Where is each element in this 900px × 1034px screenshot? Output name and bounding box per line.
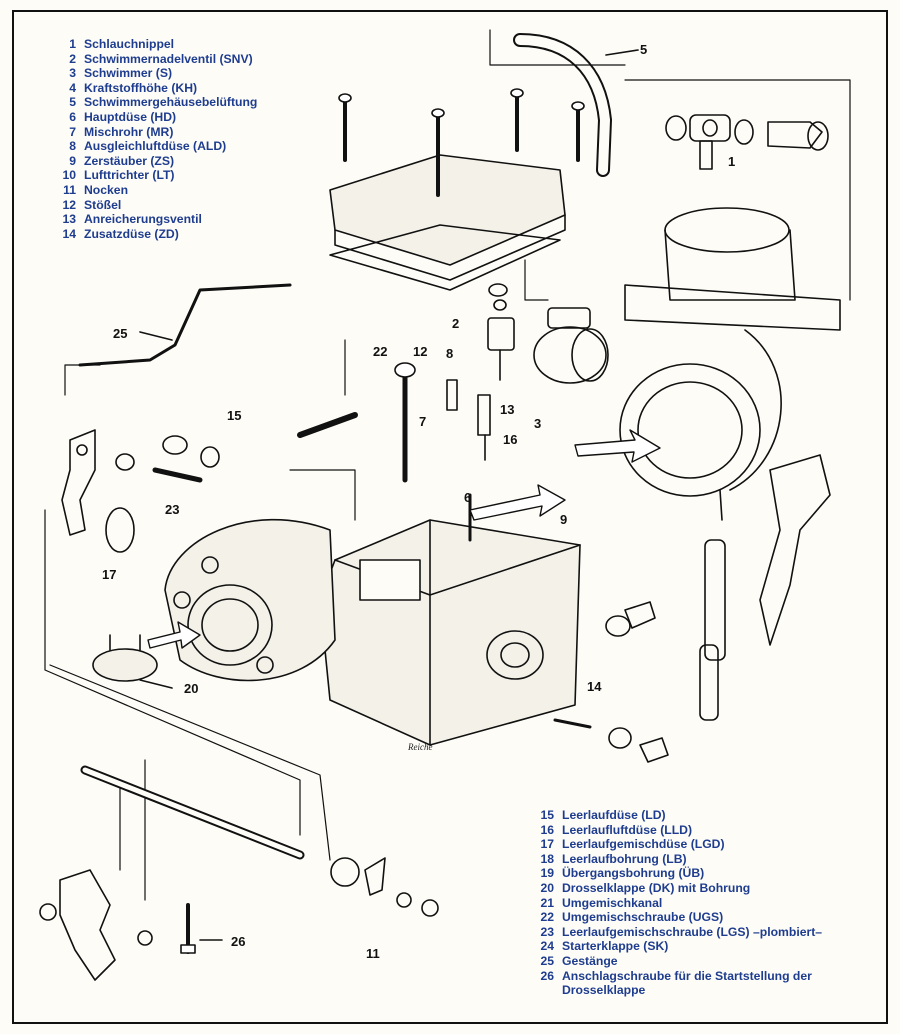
callout-1: 1: [728, 154, 736, 169]
callout-8: 8: [446, 346, 454, 361]
diagram-frame: [12, 10, 888, 1024]
callout-16: 16: [503, 432, 518, 447]
stop-screw-part: [180, 903, 223, 954]
starter-linkage-part: [39, 765, 439, 981]
float-bowl-cover-part: [329, 88, 585, 291]
assembly-leader-lines: [44, 29, 851, 901]
idle-jet-part: [152, 435, 220, 483]
intake-flange-part: [164, 518, 336, 682]
callout-12: 12: [413, 344, 428, 359]
callout-11: 11: [366, 946, 380, 961]
callout-13: 13: [500, 402, 515, 417]
callout-5: 5: [640, 42, 648, 57]
float-needle-valve-part: [487, 283, 515, 381]
throttle-disc-part: [92, 634, 173, 689]
callout-2: 2: [452, 316, 460, 331]
callout-14: 14: [587, 679, 602, 694]
carburetor-body-part: [319, 519, 581, 746]
screws-right-part: [553, 601, 669, 763]
float-part: [533, 307, 609, 384]
hose-nipple-part: [665, 114, 829, 170]
linkage-rod-part: [78, 283, 292, 367]
callout-17: 17: [102, 567, 117, 582]
callout-15: 15: [227, 408, 242, 423]
direction-arrows: [147, 429, 661, 649]
callout-20: 20: [184, 681, 199, 696]
callout-7: 7: [419, 414, 427, 429]
callout-6: 6: [464, 490, 472, 505]
callout-22: 22: [373, 344, 388, 359]
left-bracket-part: [61, 429, 135, 553]
artist-signature: Reiche: [408, 742, 433, 752]
mixture-screw-part: [297, 362, 416, 483]
air-horn-housing-part: [619, 207, 841, 521]
callout-3: 3: [534, 416, 542, 431]
choke-lever-part: [699, 454, 831, 721]
callout-23: 23: [165, 502, 180, 517]
callout-26: 26: [231, 934, 246, 949]
callout-25: 25: [113, 326, 128, 341]
callout-9: 9: [560, 512, 568, 527]
jets-part: [446, 379, 491, 542]
